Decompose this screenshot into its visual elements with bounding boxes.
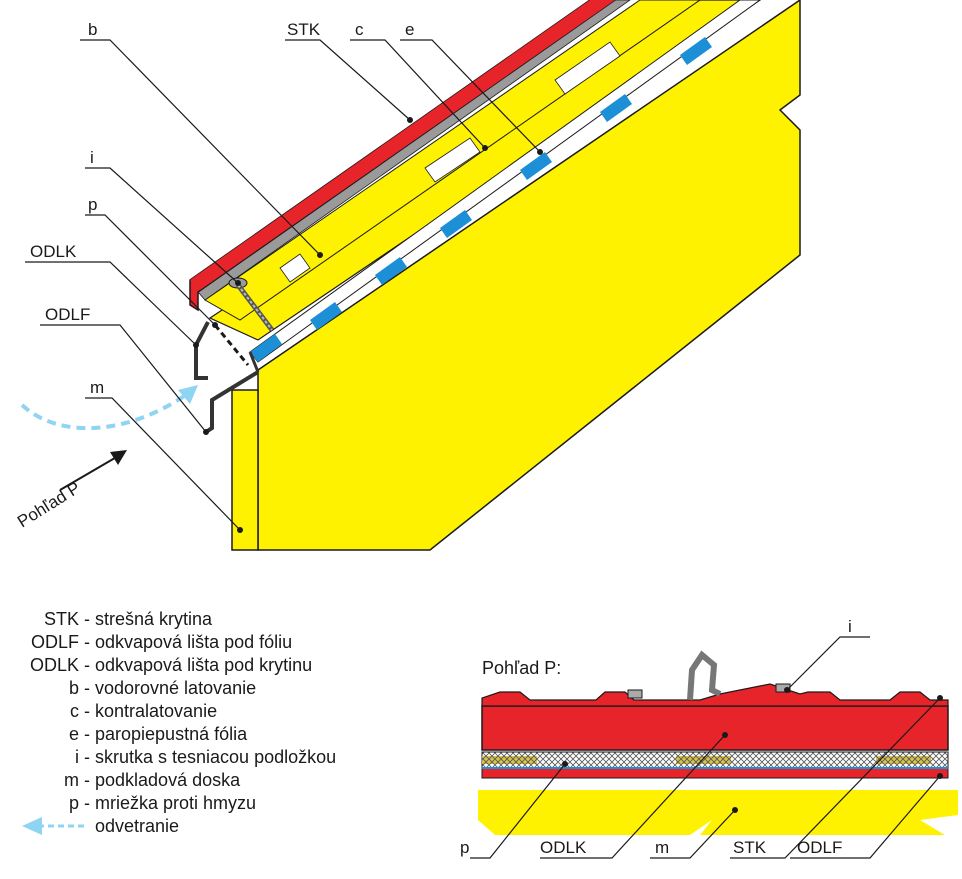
legend-code-odlk: ODLK - (30, 655, 90, 675)
legend-code-b: b - (69, 678, 90, 698)
legend-code-stk: STK - (44, 609, 90, 629)
rafter-body (257, 0, 801, 551)
section-label-odlk: ODLK (540, 838, 587, 857)
legend-text-e: paropiepustná fólia (95, 724, 248, 744)
legend-vent-symbol (22, 817, 88, 835)
legend-code-odlf: ODLF - (31, 632, 90, 652)
label-odlf: ODLF (45, 305, 90, 324)
legend: STK - strešná krytina ODLF - odkvapová l… (22, 609, 336, 836)
label-b: b (88, 20, 97, 39)
leader-dots (193, 117, 543, 533)
label-i: i (90, 148, 94, 167)
legend-text-b: vodorovné latovanie (95, 678, 256, 698)
section-board (478, 790, 958, 835)
legend-text-i: skrutka s tesniacou podložkou (95, 747, 336, 767)
label-stk: STK (287, 20, 321, 39)
section-label-m: m (655, 838, 669, 857)
section-title: Pohľad P: (482, 658, 561, 678)
legend-text-p: mriežka proti hmyzu (95, 793, 256, 813)
view-arrow-label: Pohľad P (14, 478, 84, 531)
odlk-flashing (194, 321, 210, 380)
section-odlk (481, 705, 949, 751)
insect-grille (213, 324, 250, 366)
screw (228, 277, 274, 332)
ventilation-arrow (20, 390, 192, 431)
legend-code-i: i - (75, 747, 90, 767)
section-leaders (470, 636, 941, 859)
legend-code-p: p - (69, 793, 90, 813)
section-label-stk: STK (733, 838, 767, 857)
legend-text-odlf: odkvapová lišta pod fóliu (95, 632, 292, 652)
legend-text-c: kontralatovanie (95, 701, 217, 721)
legend-text-odlk: odkvapová lišta pod krytinu (95, 655, 312, 675)
underlay-board (231, 389, 259, 551)
legend-code-c: c - (70, 701, 90, 721)
top-leaders (25, 39, 541, 531)
legend-text-m: podkladová doska (95, 770, 241, 790)
label-e: e (405, 20, 414, 39)
legend-text-vent: odvetranie (95, 816, 179, 836)
roof-section (20, 0, 801, 551)
section-label-p: p (460, 838, 469, 857)
label-c: c (355, 20, 364, 39)
legend-text-stk: strešná krytina (95, 609, 213, 629)
section-label-i: i (848, 617, 852, 636)
section-leader-dots (562, 687, 943, 813)
view-direction: Pohľad P (14, 450, 127, 531)
section-roofing (481, 683, 949, 707)
label-odlk: ODLK (30, 242, 77, 261)
odlf-flashing (204, 370, 260, 434)
legend-code-m: m - (64, 770, 90, 790)
label-p: p (88, 195, 97, 214)
roof-covering (189, 0, 617, 312)
label-m: m (90, 378, 104, 397)
foil-stripe (249, 0, 761, 363)
section-label-odlf: ODLF (797, 838, 842, 857)
legend-code-e: e - (69, 724, 90, 744)
section-clip (687, 650, 722, 701)
section-view: Pohľad P: (478, 650, 958, 835)
